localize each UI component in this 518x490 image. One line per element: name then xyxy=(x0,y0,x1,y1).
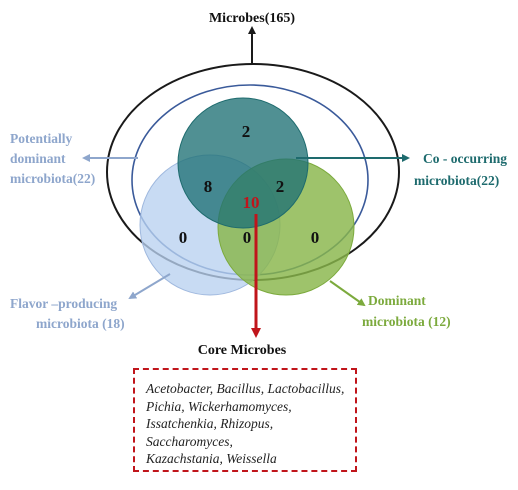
core-microbes-line: Kazachstania, Weissella xyxy=(146,451,277,467)
potentially-dominant-label: Potentially dominant microbiota(22) xyxy=(10,131,95,186)
count-flavor-dominant: 0 xyxy=(243,228,252,247)
count-dominant-only: 0 xyxy=(311,228,320,247)
count-co-occurring-dominant: 2 xyxy=(276,177,285,196)
flavor-producing-label: Flavor –producing microbiota (18) xyxy=(10,296,125,331)
core-microbes-line: Acetobacter, Bacillus, Lactobacillus, xyxy=(146,381,345,396)
count-flavor-only: 0 xyxy=(179,228,188,247)
total-microbes-label: Microbes(165) xyxy=(209,11,295,26)
core-microbes-line: Pichia, Wickerhamomyces, xyxy=(146,398,292,414)
core-microbes-line: Saccharomyces, xyxy=(146,433,233,449)
core-microbes-line: Issatchenkia, Rhizopus, xyxy=(146,416,274,432)
co-occurring-circle xyxy=(177,97,309,229)
count-co-occurring-only: 2 xyxy=(242,122,251,141)
core-microbes-box: Acetobacter, Bacillus, Lactobacillus, Pi… xyxy=(133,368,357,472)
dominant-arrow xyxy=(329,280,366,307)
dominant-label: Dominant microbiota (12) xyxy=(362,293,451,329)
count-core: 10 xyxy=(243,193,260,212)
flavor-producing-arrow xyxy=(128,273,171,300)
count-co-occurring-flavor: 8 xyxy=(204,177,213,196)
co-occurring-label: Co - occurring microbiota(22) xyxy=(414,151,510,188)
core-microbes-label: Core Microbes xyxy=(198,343,287,358)
